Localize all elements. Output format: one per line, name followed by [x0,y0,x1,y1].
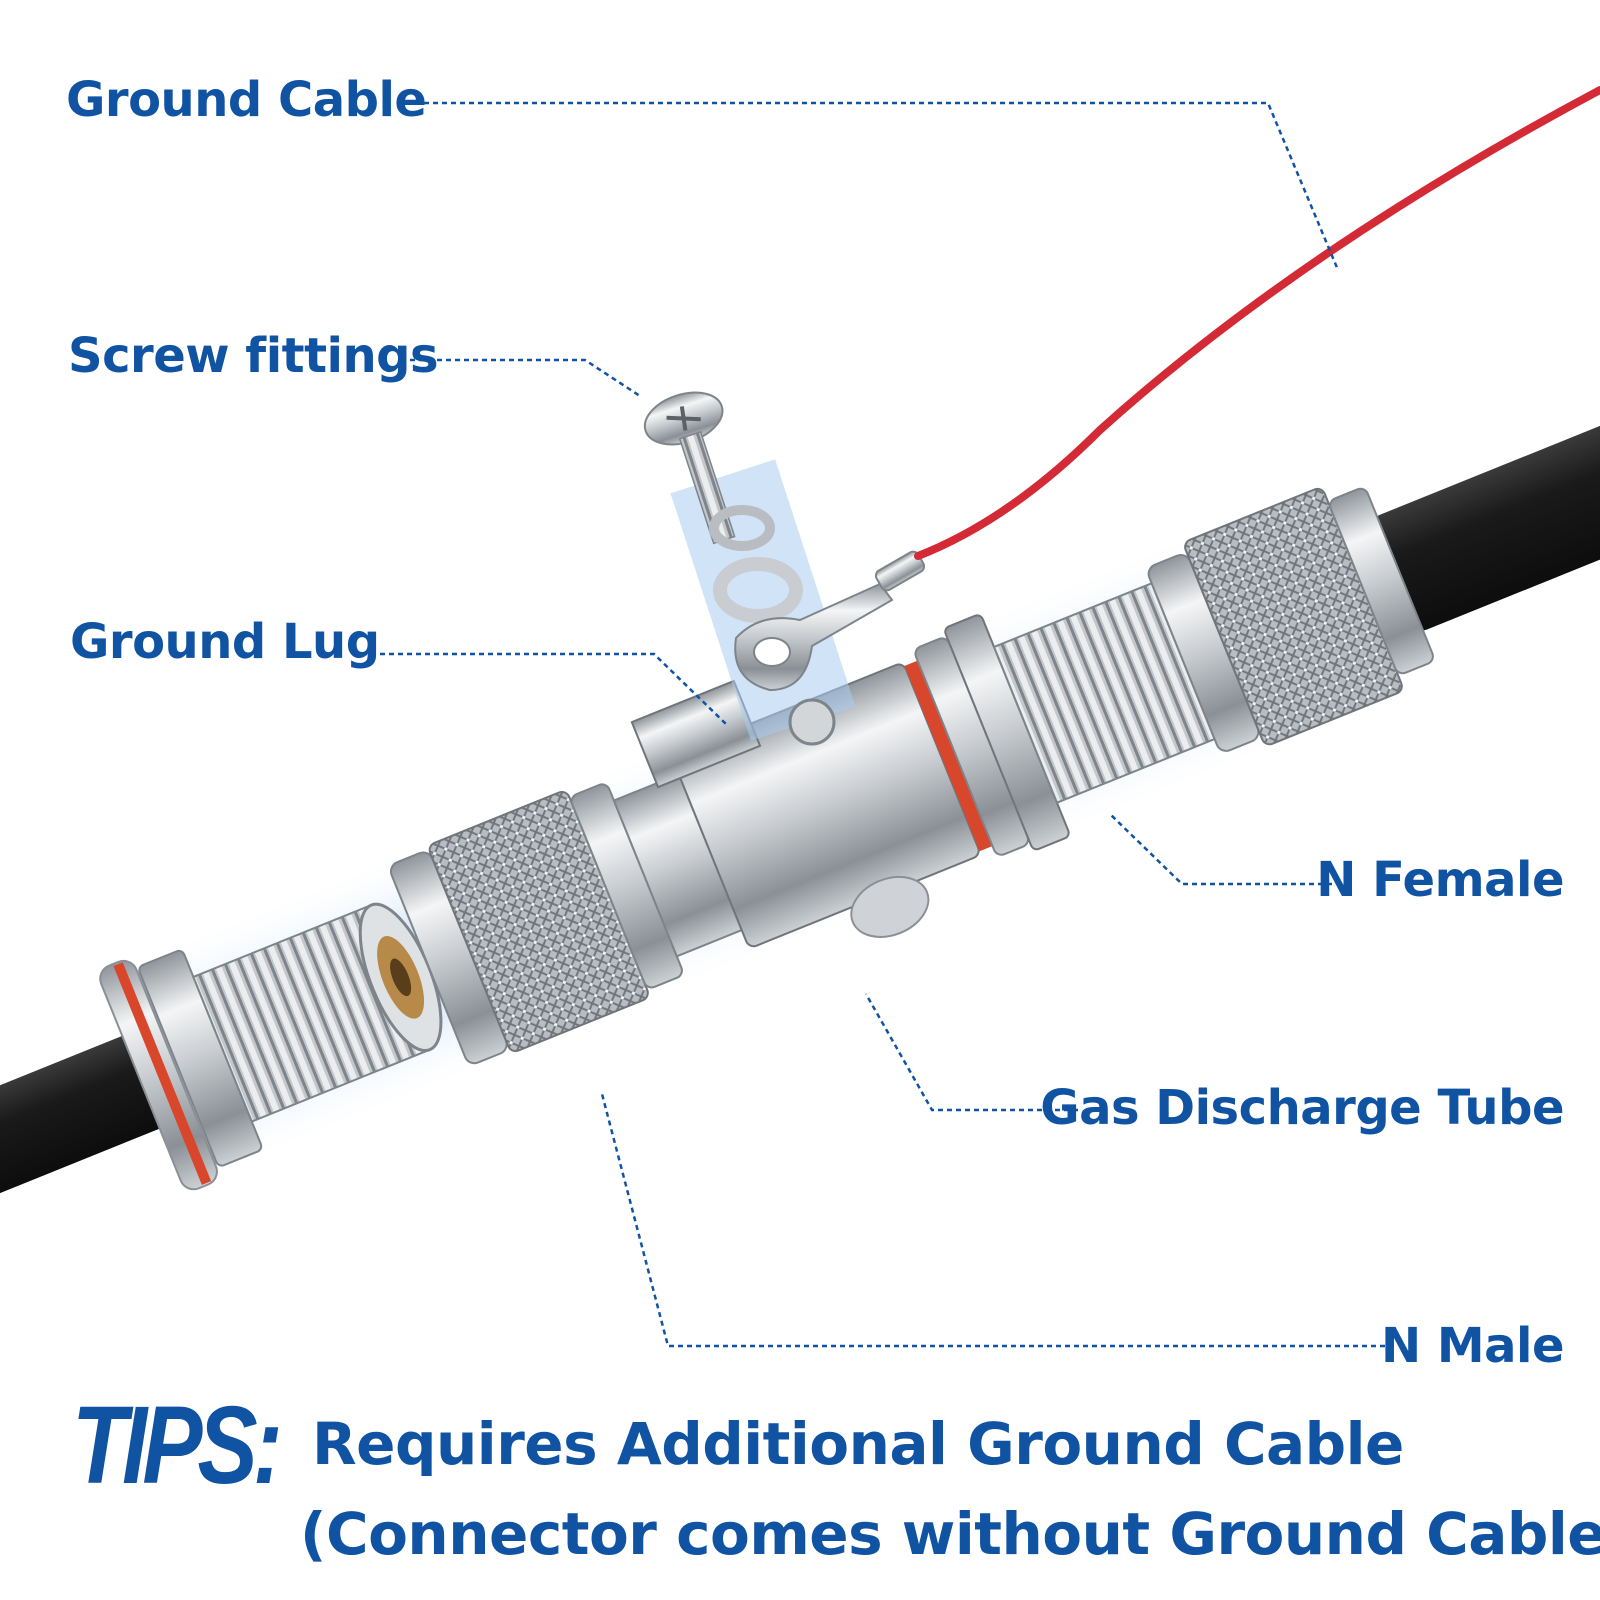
tips-line-1: Requires Additional Ground Cable [312,1410,1404,1478]
label-n-male: N Male [1380,1318,1565,1374]
label-gas-discharge-tube: Gas Discharge Tube [1040,1080,1564,1136]
left-n-male-nut [389,773,744,1065]
leader-screw-fittings [410,358,641,398]
right-n-male-nut [1147,487,1434,752]
red-ground-wire [914,86,1600,560]
leader-n-female [1109,813,1332,886]
left-coax-cable [0,1034,173,1228]
tips-line-2: (Connector comes without Ground Cable) [300,1500,1600,1568]
label-n-female: N Female [1316,852,1564,908]
gas-discharge-tube [850,875,930,938]
connector-assembly [0,372,1600,1228]
leader-ground-lug [362,652,727,725]
leader-lines [362,101,1394,1348]
leader-gas-discharge [864,993,1078,1112]
label-screw-fittings: Screw fittings [68,328,439,384]
screw-fittings [643,391,856,741]
label-ground-lug: Ground Lug [70,614,380,670]
leader-ground-cable [415,101,1340,271]
tips-heading: TIPS: [72,1384,283,1507]
label-ground-cable: Ground Cable [66,72,427,128]
right-coax-cable [1366,372,1600,632]
ground-lug [734,550,926,692]
right-n-female-end [914,581,1216,856]
